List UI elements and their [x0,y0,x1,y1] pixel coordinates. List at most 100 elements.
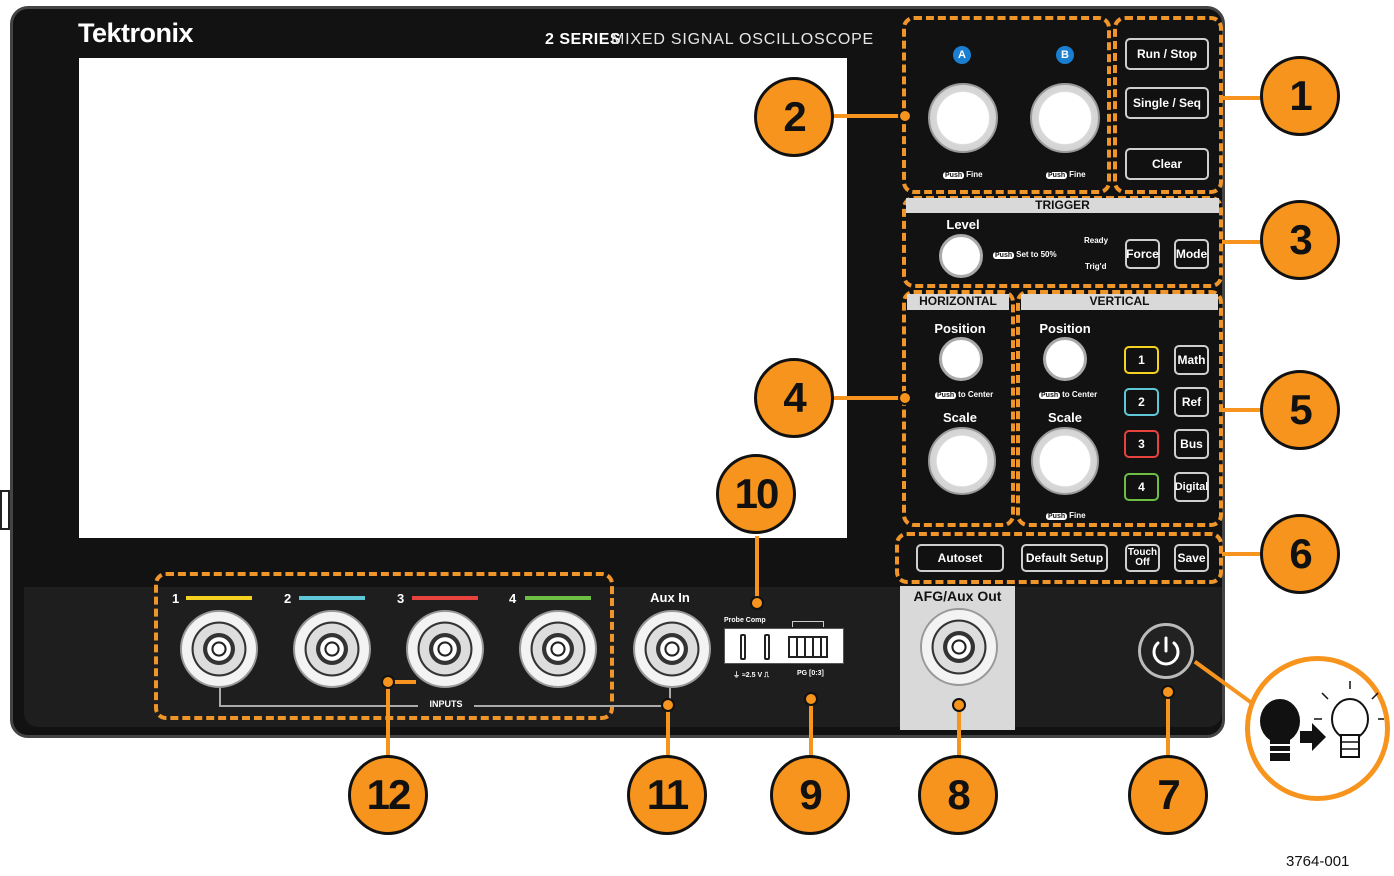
multipurpose-knob-a[interactable] [928,83,998,153]
bus-button[interactable]: Bus [1174,429,1209,459]
callout-5: 5 [1260,370,1340,450]
callout-6: 6 [1260,514,1340,594]
knob-b-badge: B [1056,46,1074,64]
vertical-position-knob[interactable] [1043,337,1087,381]
pg-ground-bracket [792,621,824,627]
horizontal-header: HORIZONTAL [907,294,1009,310]
horizontal-position-knob[interactable] [939,337,983,381]
input-3-bnc[interactable] [406,610,484,688]
input-4-bnc[interactable] [519,610,597,688]
power-indicator-detail [1245,656,1390,801]
side-latch [0,490,10,530]
math-button[interactable]: Math [1174,345,1209,375]
input-1-color-bar [186,596,252,600]
trigger-force-button[interactable]: Force [1125,239,1160,269]
callout-2-dot [898,109,912,123]
callout-12-dot [381,675,395,689]
callout-10-dot [750,596,764,610]
channel-1-button[interactable]: 1 [1124,346,1159,374]
multipurpose-knob-b[interactable] [1030,83,1100,153]
vertical-group [1016,290,1223,527]
ab-knobs-group [902,16,1111,194]
probe-comp-signal-label: ⏚ ≈2.5 V ⎍ [733,672,769,679]
display-screen[interactable] [79,58,847,538]
input-4-label: 4 [509,591,517,606]
input-1-bnc[interactable] [180,610,258,688]
trigger-ready-label: Ready [1084,236,1109,245]
callout-11-leader [666,705,670,758]
callout-6-leader [1222,552,1262,556]
callout-2: 2 [754,77,834,157]
pattern-generator-header[interactable] [788,636,828,658]
single-seq-button[interactable]: Single / Seq [1125,87,1209,119]
callout-3-leader [1222,240,1262,244]
callout-9-dot [804,692,818,706]
vertical-scale-label: Scale [1048,410,1082,425]
channel-2-button[interactable]: 2 [1124,388,1159,416]
input-2-bnc[interactable] [293,610,371,688]
callout-7: 7 [1128,755,1208,835]
horizontal-scale-label: Scale [943,410,977,425]
channel-4-button[interactable]: 4 [1124,473,1159,501]
callout-11-dot [661,698,675,712]
inputs-bracket-right [669,688,671,706]
callout-8-dot [952,698,966,712]
callout-4-leader [833,396,905,400]
trigger-level-knob[interactable] [939,234,983,278]
callout-8: 8 [918,755,998,835]
afg-aux-out-bnc[interactable] [920,608,998,686]
callout-9: 9 [770,755,850,835]
vertical-position-label: Position [1039,321,1091,336]
trigger-trigd-label: Trig'd [1085,262,1107,271]
power-icon [1152,636,1180,666]
callout-12-leader-h [388,680,416,684]
default-setup-button[interactable]: Default Setup [1021,544,1108,572]
input-3-label: 3 [397,591,405,606]
product-label: MIXED SIGNAL OSCILLOSCOPE [611,31,875,48]
run-stop-button[interactable]: Run / Stop [1125,38,1209,70]
horizontal-position-label: Position [934,321,986,336]
callout-11: 11 [627,755,707,835]
digital-button[interactable]: Digital [1174,472,1209,502]
input-4-color-bar [525,596,591,600]
input-2-label: 2 [284,591,292,606]
callout-1-leader [1222,96,1262,100]
vertical-scale-knob[interactable] [1031,427,1099,495]
input-2-color-bar [299,596,365,600]
bulb-off-to-on-icon [1260,681,1384,761]
probe-comp-ground-terminal[interactable] [740,634,746,660]
callout-5-leader [1222,408,1262,412]
input-1-label: 1 [172,591,180,606]
trigger-header: TRIGGER [906,198,1219,213]
vertical-header: VERTICAL [1021,294,1218,310]
callout-12: 12 [348,755,428,835]
callout-2-leader [833,114,905,118]
autoset-button[interactable]: Autoset [916,544,1004,572]
horizontal-scale-knob[interactable] [928,427,996,495]
callout-3: 3 [1260,200,1340,280]
callout-4-dot [898,391,912,405]
clear-button[interactable]: Clear [1125,148,1209,180]
knob-a-badge: A [953,46,971,64]
afg-label: AFG/Aux Out [913,588,1002,604]
trigger-mode-button[interactable]: Mode [1174,239,1209,269]
callout-7-dot [1161,685,1175,699]
ref-button[interactable]: Ref [1174,387,1209,417]
probe-comp-signal-terminal[interactable] [764,634,770,660]
acquisition-group [1113,16,1223,194]
channel-3-button[interactable]: 3 [1124,430,1159,458]
save-button[interactable]: Save [1174,544,1209,572]
aux-in-bnc[interactable] [633,610,711,688]
callout-10: 10 [716,454,796,534]
power-button[interactable] [1138,623,1194,679]
callout-1: 1 [1260,56,1340,136]
probe-comp-label: Probe Comp [724,617,766,624]
input-3-color-bar [412,596,478,600]
aux-in-label: Aux In [650,590,690,605]
